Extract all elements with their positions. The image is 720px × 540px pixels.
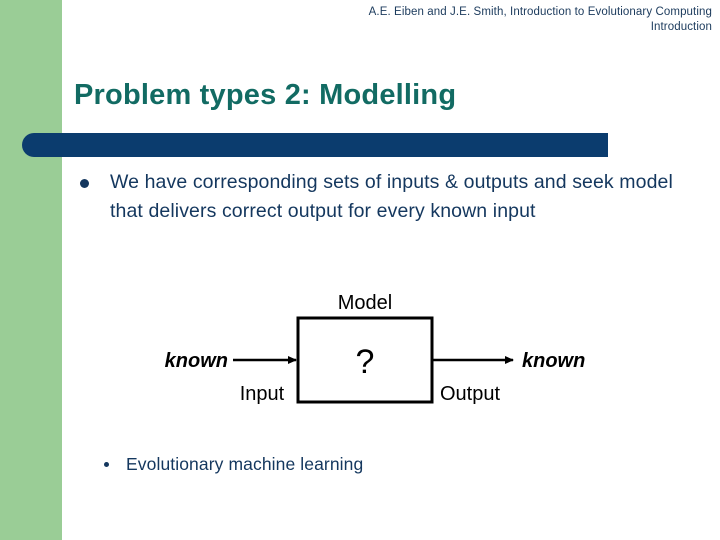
slide-header: A.E. Eiben and J.E. Smith, Introduction … [0,5,716,35]
header-line-1: A.E. Eiben and J.E. Smith, Introduction … [368,6,712,18]
title-divider-bar [22,133,608,157]
model-box [296,316,434,404]
header-line-2: Introduction [650,21,712,33]
bullet-marker-icon [80,179,89,188]
left-green-band [0,0,62,540]
bullet-text-secondary: Evolutionary machine learning [126,454,364,474]
output-label: Output [440,383,500,405]
output-known-label: known [522,350,585,372]
bullet-item-primary: We have corresponding sets of inputs & o… [80,168,700,226]
page-title: Problem types 2: Modelling [74,79,457,111]
bullet-marker-small-icon [104,462,109,467]
model-label: Model [338,292,392,314]
input-known-label: known [165,350,228,372]
bullet-item-secondary: Evolutionary machine learning [104,452,604,477]
bullet-text: We have corresponding sets of inputs & o… [110,171,673,222]
model-box-content: ? [356,343,375,381]
model-diagram: Model ? known Input Output known [150,285,630,415]
input-label: Input [240,383,285,405]
